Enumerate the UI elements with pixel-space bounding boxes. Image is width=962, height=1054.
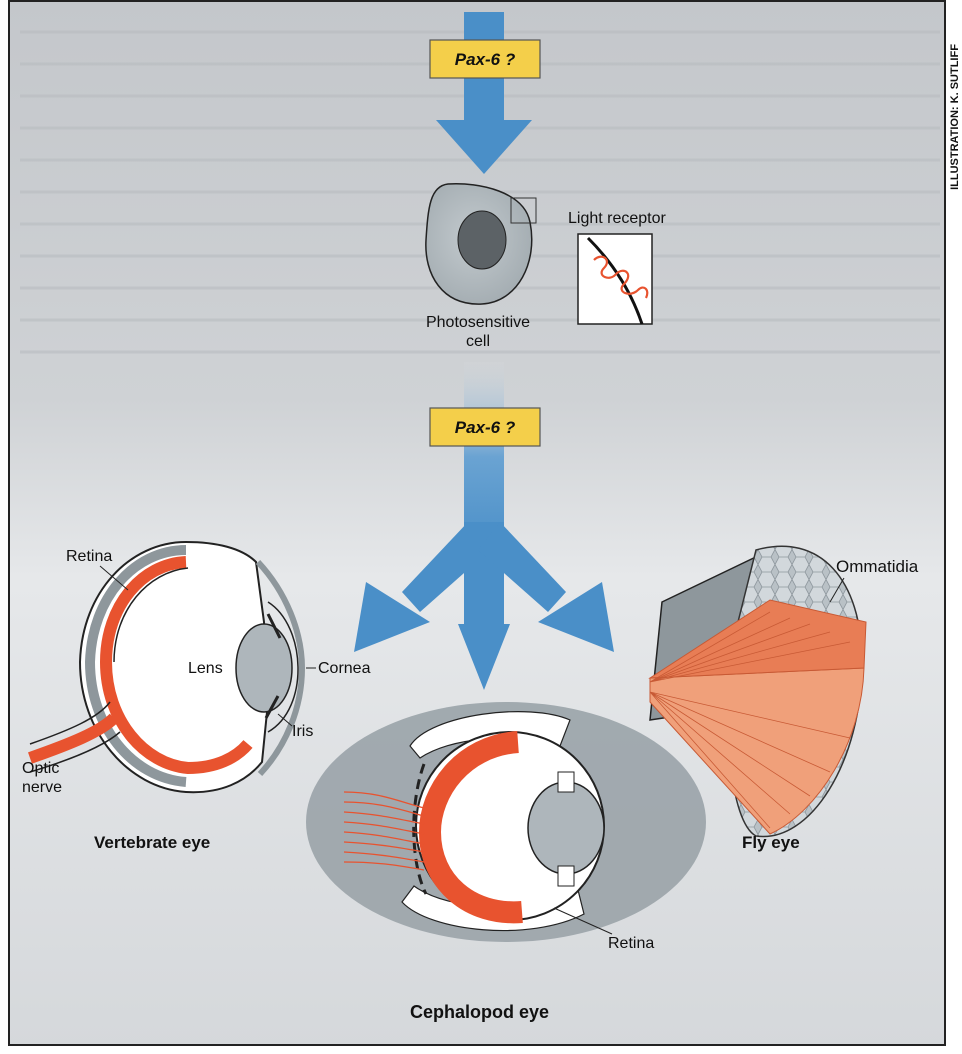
pax6-label-top: Pax-6 ? [455, 50, 516, 69]
vertebrate-eye-title: Vertebrate eye [94, 833, 210, 852]
illustration-credit: ILLUSTRATION: K. SUTLIFF [946, 12, 962, 222]
cell-nucleus [458, 211, 506, 269]
lens-label: Lens [188, 660, 223, 677]
light-receptor-label: Light receptor [568, 210, 667, 227]
photosensitive-label-1: Photosensitive [426, 314, 530, 331]
pax6-label-middle: Pax-6 ? [455, 418, 516, 437]
pax6-box-middle: Pax-6 ? [430, 408, 540, 446]
cephalopod-eye-title: Cephalopod eye [410, 1002, 549, 1022]
ommatidia-label: Ommatidia [836, 557, 919, 576]
optic-nerve-label-1: Optic [22, 760, 59, 777]
optic-nerve-label-2: nerve [22, 779, 62, 796]
photosensitive-label-2: cell [466, 333, 490, 350]
evolution-diagram: Pax-6 ? Photosensitive cell Light recept… [8, 0, 946, 1046]
pax6-box-top: Pax-6 ? [430, 40, 540, 78]
diagram-canvas: Pax-6 ? Photosensitive cell Light recept… [10, 2, 946, 1046]
iris-label: Iris [292, 723, 313, 740]
cephalopod-lens [528, 782, 604, 874]
vertebrate-retina-label: Retina [66, 548, 112, 565]
fly-eye-title: Fly eye [742, 833, 800, 852]
cornea-label: Cornea [318, 660, 371, 677]
light-receptor-inset [578, 234, 652, 324]
cephalopod-eye [306, 702, 706, 942]
lens-shape [236, 624, 292, 712]
credit-text: ILLUSTRATION: K. SUTLIFF [949, 44, 961, 190]
cephalopod-retina-label: Retina [608, 935, 654, 952]
